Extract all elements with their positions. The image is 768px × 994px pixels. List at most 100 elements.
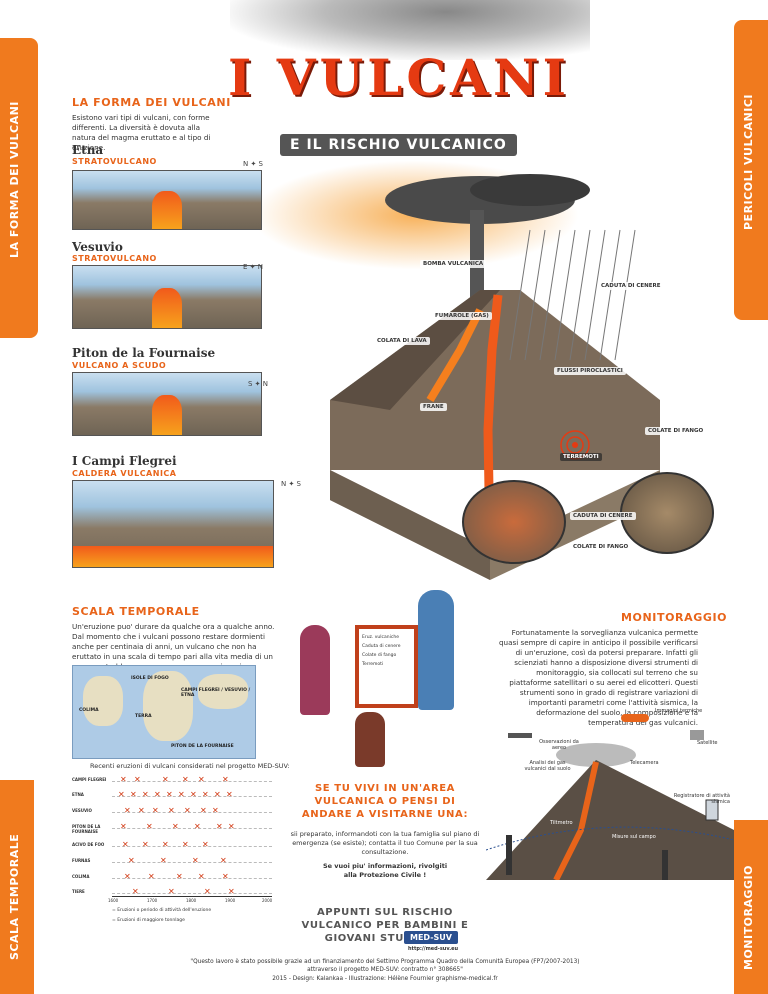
label-frane: FRANE	[420, 403, 447, 411]
volcano-name-piton: Piton de la Fournaise	[72, 346, 216, 360]
label-colata-di-lava: COLATA DI LAVA	[374, 337, 430, 345]
timeline-row: CAMPI FLEGREI✕✕✕✕✕✕	[72, 775, 272, 787]
row-line	[112, 796, 272, 797]
smoke-cloud	[230, 0, 590, 60]
compass-icon: N ✦ S	[243, 160, 263, 168]
eruption-marker: ✕	[184, 806, 191, 815]
classroom-board: Eruz. vulcaniche Caduta di cenere Colate…	[355, 625, 418, 708]
magma-chamber	[151, 191, 183, 229]
eruption-marker: ✕	[142, 790, 149, 799]
monitor-label: Immagini termiche	[655, 708, 703, 714]
compass-icon: E ✦ N	[243, 263, 263, 271]
eruption-marker: ✕	[142, 840, 149, 849]
scala-heading: SCALA TEMPORALE	[72, 605, 200, 618]
eruption-marker: ✕	[162, 775, 169, 784]
med-suv-badge: MED-SUV	[404, 931, 458, 944]
tab-pericoli-vulcanici: PERICOLI VULCANICI	[734, 20, 768, 320]
timeline-row: FURNAS ✕ ✕ ✕ ✕	[72, 856, 272, 868]
eruption-marker: ✕	[192, 856, 199, 865]
eruption-marker: ✕	[168, 806, 175, 815]
world-map: ISOLE DI FOGO CAMPI FLEGREI / VESUVIO / …	[72, 665, 256, 759]
monitoring-scene	[486, 743, 734, 880]
eruption-marker: ✕	[128, 856, 135, 865]
volcano-cross-section	[330, 174, 660, 580]
eruption-marker: ✕	[198, 775, 205, 784]
label-caduta-cenere-zoom: CADUTA DI CENERE	[570, 512, 636, 520]
eruption-marker: ✕	[228, 822, 235, 831]
page-subtitle: E IL RISCHIO VULCANICO	[280, 134, 517, 156]
volcano-type-piton: VULCANO A SCUDO	[72, 361, 167, 370]
row-label: CAMPI FLEGREI	[72, 777, 107, 782]
eruption-marker: ✕	[120, 775, 127, 784]
eruption-marker: ✕	[124, 806, 131, 815]
eruption-marker: ✕	[202, 840, 209, 849]
tab-label: PERICOLI VULCANICI	[742, 94, 755, 230]
row-line	[112, 781, 272, 782]
compass-icon: N ✦ S	[281, 480, 301, 488]
airplane-icon	[508, 733, 532, 738]
compass-icon: S ✦ N	[248, 380, 268, 388]
eruption-marker: ✕	[124, 872, 131, 881]
board-line: Eruz. vulcaniche	[362, 635, 399, 640]
eruption-marker: ✕	[228, 887, 235, 896]
axis-tick: 1600	[108, 898, 119, 903]
campi-flegrei-block-diagram	[72, 480, 274, 568]
monitor-label: Misure sul campo	[612, 834, 656, 840]
monitor-label: Analisi dei gas vulcanici dal suolo	[524, 760, 571, 772]
row-label: COLIMA	[72, 874, 90, 879]
axis-tick: 1700	[147, 898, 158, 903]
row-line	[112, 878, 272, 879]
label-flussi-piroclastici: FLUSSI PIROCLASTICI	[554, 367, 626, 375]
piton-block-diagram	[72, 372, 262, 436]
board-line: Terremoti	[362, 662, 384, 667]
map-label: TERRA	[135, 714, 152, 719]
project-url[interactable]: http://med-suv.eu	[408, 946, 459, 952]
call-text: sii preparato, informandoti con la tua f…	[290, 830, 480, 856]
eruption-marker: ✕	[178, 790, 185, 799]
label-caduta-di-cenere: CADUTA DI CENERE	[598, 282, 664, 290]
volcanologist-figure	[418, 590, 454, 710]
monitor-label: Satellite	[697, 740, 718, 746]
row-label: PITON DE LA FOURNAISE	[72, 824, 101, 834]
zoom-ash-fall	[462, 480, 566, 564]
magma-layer	[73, 545, 273, 567]
label-colate-di-fango: COLATE DI FANGO	[645, 427, 707, 435]
row-line	[112, 846, 272, 847]
eruption-marker: ✕	[146, 822, 153, 831]
volcano-type-vesuvio: STRATOVULCANO	[72, 254, 157, 263]
eruption-marker: ✕	[214, 790, 221, 799]
etna-block-diagram	[72, 170, 262, 230]
axis-tick: 1800	[186, 898, 197, 903]
board-line: Caduta di cenere	[362, 644, 401, 649]
label-fumarole: FUMAROLE (GAS)	[432, 312, 492, 320]
map-land-africa-europe	[143, 671, 193, 741]
row-label: ETNA	[72, 792, 84, 797]
eruption-marker: ✕	[202, 790, 209, 799]
volcano-type-campi-flegrei: CALDERA VULCANICA	[72, 469, 177, 478]
axis-tick: 2000	[262, 898, 273, 903]
legend-item-2: = Eruzioni di maggiore tonnlage	[112, 918, 185, 923]
timeline-row: VESUVIO✕✕✕✕✕✕✕	[72, 806, 272, 818]
eruption-marker: ✕	[130, 790, 137, 799]
tab-label: LA FORMA DEI VULCANI	[8, 101, 21, 258]
monitor-label: GPS	[510, 805, 521, 811]
timeline-row: TIERE ✕ ✕ ✕ ✕	[72, 887, 272, 899]
monitor-label: Telecamera	[630, 760, 659, 766]
volcano-name-vesuvio: Vesuvio	[72, 240, 123, 254]
eruption-marker: ✕	[220, 856, 227, 865]
eruption-marker: ✕	[168, 887, 175, 896]
monitor-label: Registratore di attività sismica	[673, 793, 730, 805]
label-colate-fango-zoom: COLATE DI FANGO	[570, 543, 632, 551]
row-label: TIERE	[72, 889, 85, 894]
eruption-marker: ✕	[204, 887, 211, 896]
eruption-marker: ✕	[132, 887, 139, 896]
eruption-marker: ✕	[182, 840, 189, 849]
eruption-marker: ✕	[160, 856, 167, 865]
timeline-row: ETNA✕✕✕✕✕✕✕✕✕✕	[72, 790, 272, 802]
timeline-row: ACIVO DE FOO✕✕✕✕✕	[72, 840, 272, 852]
eruption-marker: ✕	[226, 790, 233, 799]
eruption-marker: ✕	[154, 790, 161, 799]
volcano-name-campi-flegrei: I Campi Flegrei	[72, 454, 177, 468]
call-heading: SE TU VIVI IN UN'AREA VULCANICA O PENSI …	[301, 783, 469, 820]
row-label: FURNAS	[72, 858, 91, 863]
